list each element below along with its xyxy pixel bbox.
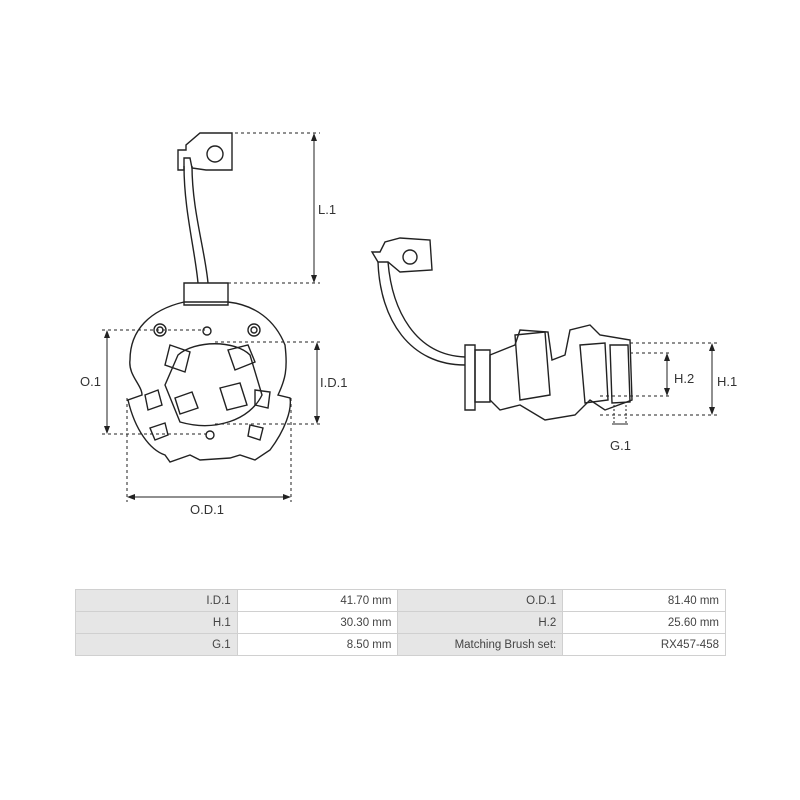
label-od1: O.D.1: [190, 502, 224, 517]
spec-label: H.1: [75, 611, 238, 634]
label-g1: G.1: [610, 438, 631, 453]
side-dimensions: [600, 342, 718, 425]
spec-value: 8.50 mm: [236, 633, 399, 656]
spec-value: RX457-458: [562, 633, 726, 656]
spec-label: Matching Brush set:: [397, 633, 564, 656]
spec-label: I.D.1: [75, 589, 238, 612]
table-row: H.1 30.30 mm H.2 25.60 mm: [75, 611, 726, 634]
spec-label: H.2: [397, 611, 564, 634]
spec-label: G.1: [75, 633, 238, 656]
label-id1: I.D.1: [320, 375, 347, 390]
front-view: [127, 132, 292, 463]
technical-drawing: L.1 O.1 I.D.1 O.D.1 H.2 H.1 G.1: [80, 132, 737, 517]
spec-value: 30.30 mm: [236, 611, 399, 634]
label-o1: O.1: [80, 374, 101, 389]
front-dimensions: [102, 132, 322, 502]
side-view: [370, 237, 633, 421]
table-row: I.D.1 41.70 mm O.D.1 81.40 mm: [75, 589, 726, 612]
spec-value: 41.70 mm: [236, 589, 399, 612]
label-h2: H.2: [674, 371, 694, 386]
table-row: G.1 8.50 mm Matching Brush set: RX457-45…: [75, 633, 726, 656]
spec-value: 81.40 mm: [562, 589, 726, 612]
spec-value: 25.60 mm: [562, 611, 726, 634]
specs-table: I.D.1 41.70 mm O.D.1 81.40 mm H.1 30.30 …: [75, 589, 726, 656]
label-l1: L.1: [318, 202, 336, 217]
spec-label: O.D.1: [397, 589, 564, 612]
label-h1: H.1: [717, 374, 737, 389]
